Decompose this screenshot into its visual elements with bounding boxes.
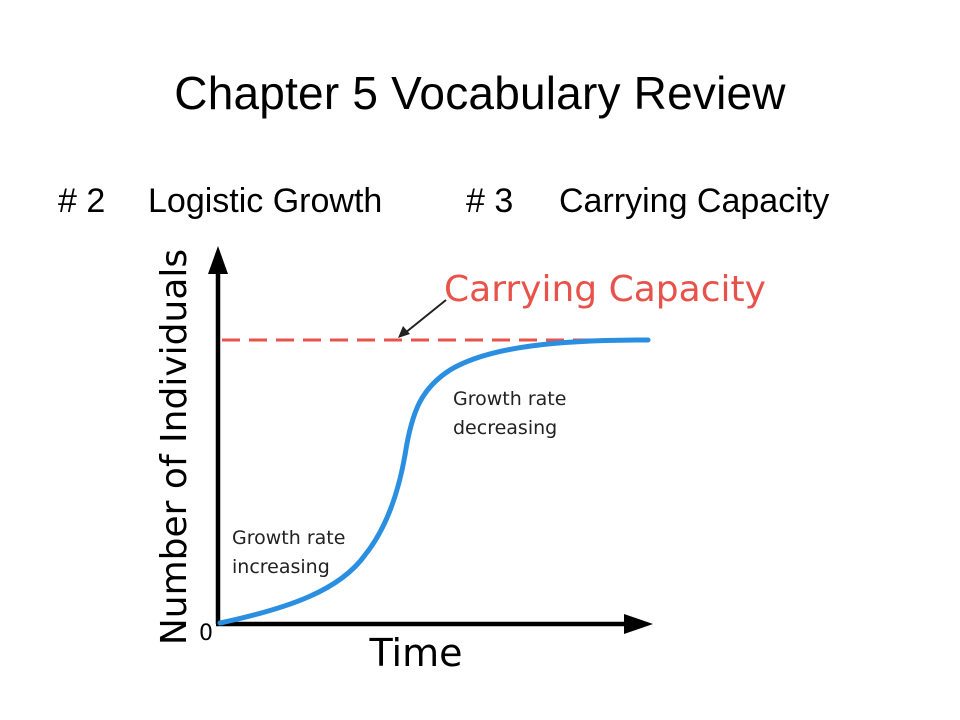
logistic-growth-curve xyxy=(217,337,651,626)
term-logistic-growth: Logistic Growth xyxy=(148,182,383,220)
y-axis xyxy=(208,246,228,624)
y-axis-label: Number of Individuals xyxy=(154,249,195,645)
annotation-lower-line1: Growth rate xyxy=(232,527,345,549)
carrying-capacity-label: Carrying Capacity xyxy=(444,269,766,310)
term-number-2: # 2 xyxy=(58,182,106,220)
origin-label: 0 xyxy=(199,621,213,646)
annotation-upper-line2: decreasing xyxy=(453,417,557,439)
annotation-upper-line1: Growth rate xyxy=(453,388,566,410)
term-number-3: # 3 xyxy=(466,182,514,220)
carrying-capacity-pointer-arrow xyxy=(398,299,447,338)
term-carrying-capacity: Carrying Capacity xyxy=(559,182,830,220)
x-axis-label: Time xyxy=(369,631,463,675)
annotation-lower-line2: increasing xyxy=(232,556,330,578)
annotation-growth-increasing: Growth rate increasing xyxy=(232,527,351,578)
x-axis xyxy=(216,614,653,634)
annotation-growth-decreasing: Growth rate decreasing xyxy=(453,388,572,439)
slide-title: Chapter 5 Vocabulary Review xyxy=(174,67,786,119)
logistic-growth-diagram: Number of Individuals Time 0 Carrying Ca… xyxy=(154,246,766,675)
vocabulary-terms: # 2 Logistic Growth # 3 Carrying Capacity xyxy=(58,176,829,226)
